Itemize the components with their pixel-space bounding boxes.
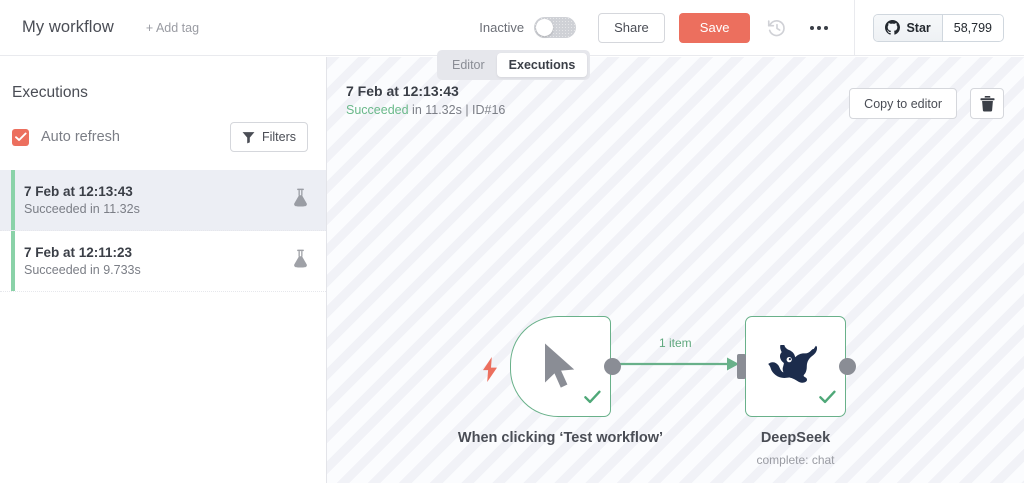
deepseek-output-port[interactable] bbox=[839, 358, 856, 375]
github-star-area: Star 58,799 bbox=[855, 0, 1024, 55]
execution-list-item[interactable]: 7 Feb at 12:11:23 Succeeded in 9.733s bbox=[0, 231, 326, 292]
executions-sidebar: Executions Auto refresh Filters 7 Feb at… bbox=[0, 57, 327, 483]
github-star-left[interactable]: Star bbox=[874, 14, 942, 41]
top-toolbar: My workflow + Add tag Inactive Share Sav… bbox=[0, 0, 1024, 56]
tab-editor[interactable]: Editor bbox=[440, 53, 497, 77]
add-tag-button[interactable]: + Add tag bbox=[145, 20, 200, 35]
github-icon bbox=[885, 20, 901, 35]
flask-icon[interactable] bbox=[293, 249, 308, 273]
sidebar-title: Executions bbox=[12, 84, 88, 101]
trash-icon bbox=[980, 95, 994, 111]
sidebar-controls: Auto refresh Filters bbox=[12, 122, 308, 152]
filters-button[interactable]: Filters bbox=[229, 122, 308, 152]
workflow-canvas[interactable]: 7 Feb at 12:13:43 Succeeded in 11.32s | … bbox=[327, 57, 1024, 483]
node-deepseek[interactable] bbox=[745, 316, 846, 417]
copy-to-editor-button[interactable]: Copy to editor bbox=[849, 88, 957, 119]
delete-execution-button[interactable] bbox=[970, 88, 1004, 119]
execution-detail-header: 7 Feb at 12:13:43 Succeeded in 11.32s | … bbox=[346, 83, 505, 117]
node-trigger-label: When clicking ‘Test workflow’ bbox=[457, 430, 664, 446]
check-icon bbox=[14, 132, 27, 141]
workflow-title[interactable]: My workflow bbox=[22, 18, 114, 36]
status-bar bbox=[11, 231, 15, 291]
execution-status-rest: in 11.32s | ID#16 bbox=[408, 103, 506, 117]
view-tabs: Editor Executions bbox=[437, 50, 591, 80]
executions-list: 7 Feb at 12:13:43 Succeeded in 11.32s bbox=[0, 170, 326, 292]
lightning-bolt-icon bbox=[482, 357, 498, 387]
workflow-active-label: Inactive bbox=[479, 20, 525, 35]
node-deepseek-label: DeepSeek bbox=[760, 430, 831, 446]
tab-executions[interactable]: Executions bbox=[496, 53, 588, 77]
flask-icon[interactable] bbox=[293, 188, 308, 212]
status-bar bbox=[11, 170, 15, 230]
node-connection bbox=[617, 357, 739, 371]
node-success-check-icon bbox=[584, 390, 601, 409]
share-button[interactable]: Share bbox=[598, 12, 665, 43]
auto-refresh-label: Auto refresh bbox=[41, 129, 120, 145]
github-star-label: Star bbox=[906, 20, 931, 35]
cursor-pointer-icon bbox=[511, 317, 610, 416]
check-icon bbox=[819, 390, 836, 404]
execution-status: Succeeded in 11.32s bbox=[24, 202, 140, 216]
execution-status-word: Succeeded bbox=[346, 103, 409, 117]
workflow-active-toggle[interactable] bbox=[534, 17, 577, 38]
check-icon bbox=[584, 390, 601, 404]
canvas-actions: Copy to editor bbox=[849, 88, 1004, 119]
filters-label: Filters bbox=[261, 130, 296, 144]
execution-text: 7 Feb at 12:11:23 Succeeded in 9.733s bbox=[24, 245, 141, 277]
execution-time: 7 Feb at 12:13:43 bbox=[24, 184, 133, 199]
node-trigger[interactable] bbox=[510, 316, 611, 417]
save-button[interactable]: Save bbox=[678, 12, 751, 43]
funnel-icon bbox=[242, 131, 255, 143]
execution-status: Succeeded in 9.733s bbox=[24, 263, 141, 277]
execution-detail-time: 7 Feb at 12:13:43 bbox=[346, 83, 459, 99]
auto-refresh-checkbox[interactable] bbox=[12, 128, 29, 146]
execution-list-item[interactable]: 7 Feb at 12:13:43 Succeeded in 11.32s bbox=[0, 170, 326, 231]
node-deepseek-subtitle: complete: chat bbox=[756, 453, 835, 467]
node-success-check-icon bbox=[819, 390, 836, 409]
connection-item-count: 1 item bbox=[659, 336, 692, 350]
execution-time: 7 Feb at 12:11:23 bbox=[24, 245, 133, 260]
ellipsis-icon[interactable] bbox=[810, 25, 829, 30]
deepseek-whale-icon bbox=[746, 317, 845, 416]
history-undo-icon[interactable] bbox=[766, 17, 788, 39]
toolbar-divider bbox=[854, 0, 856, 56]
trigger-output-port[interactable] bbox=[604, 358, 621, 375]
deepseek-input-port[interactable] bbox=[737, 354, 746, 379]
execution-detail-status: Succeeded in 11.32s | ID#16 bbox=[346, 103, 505, 117]
toggle-knob bbox=[536, 19, 554, 36]
github-star-button[interactable]: Star 58,799 bbox=[873, 13, 1004, 42]
toolbar-actions: Inactive Share Save bbox=[479, 0, 1024, 56]
execution-text: 7 Feb at 12:13:43 Succeeded in 11.32s bbox=[24, 184, 140, 216]
github-star-count[interactable]: 58,799 bbox=[941, 14, 1003, 41]
